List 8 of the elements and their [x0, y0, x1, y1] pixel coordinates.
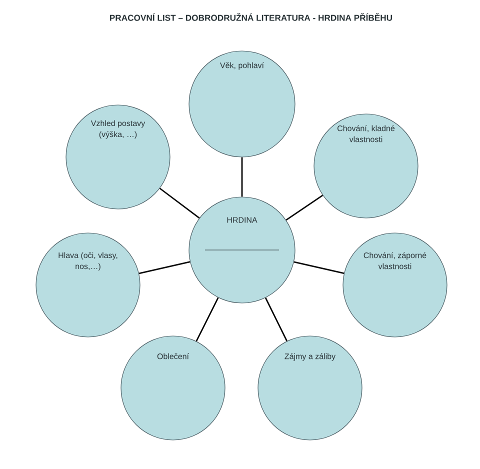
- connector-line: [159, 188, 200, 219]
- title: PRACOVNÍ LIST – DOBRODRUŽNÁ LITERATURA - HRDINA PŘÍBĚHU: [110, 13, 392, 21]
- connector-line: [241, 157, 243, 197]
- connector-line: [196, 297, 219, 342]
- connector-line: [264, 298, 288, 342]
- connector-line: [286, 194, 324, 221]
- connector-line: [138, 261, 190, 274]
- connector-line: [294, 261, 344, 274]
